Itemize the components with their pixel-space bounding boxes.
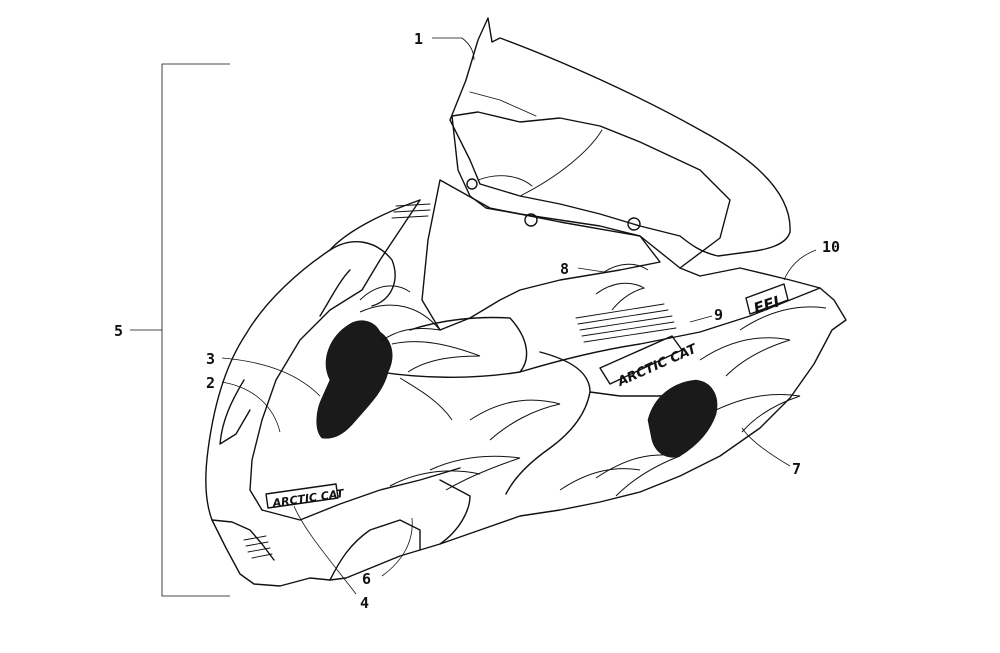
hood-vents bbox=[243, 203, 677, 559]
callout-3: 3 bbox=[206, 350, 215, 368]
callout-7: 7 bbox=[792, 460, 801, 478]
callout-6: 6 bbox=[362, 570, 371, 588]
efi-decal-text: EFI bbox=[751, 292, 782, 317]
callout-9: 9 bbox=[714, 306, 723, 324]
dash-frame bbox=[421, 91, 731, 331]
callout-5: 5 bbox=[114, 322, 123, 340]
efi-decal: EFI bbox=[745, 283, 789, 318]
callout-labels: 1 2 3 4 5 6 7 8 9 10 bbox=[114, 30, 840, 612]
callout-2: 2 bbox=[206, 374, 215, 392]
callout-1: 1 bbox=[414, 30, 423, 48]
callout-4: 4 bbox=[360, 594, 369, 612]
callout-8: 8 bbox=[560, 260, 569, 278]
assembly-bracket bbox=[130, 63, 230, 597]
flame-graphics bbox=[316, 263, 827, 497]
callout-10: 10 bbox=[822, 238, 840, 256]
leader-lines bbox=[221, 37, 817, 595]
windshield bbox=[449, 17, 791, 257]
hood-body bbox=[205, 199, 847, 587]
